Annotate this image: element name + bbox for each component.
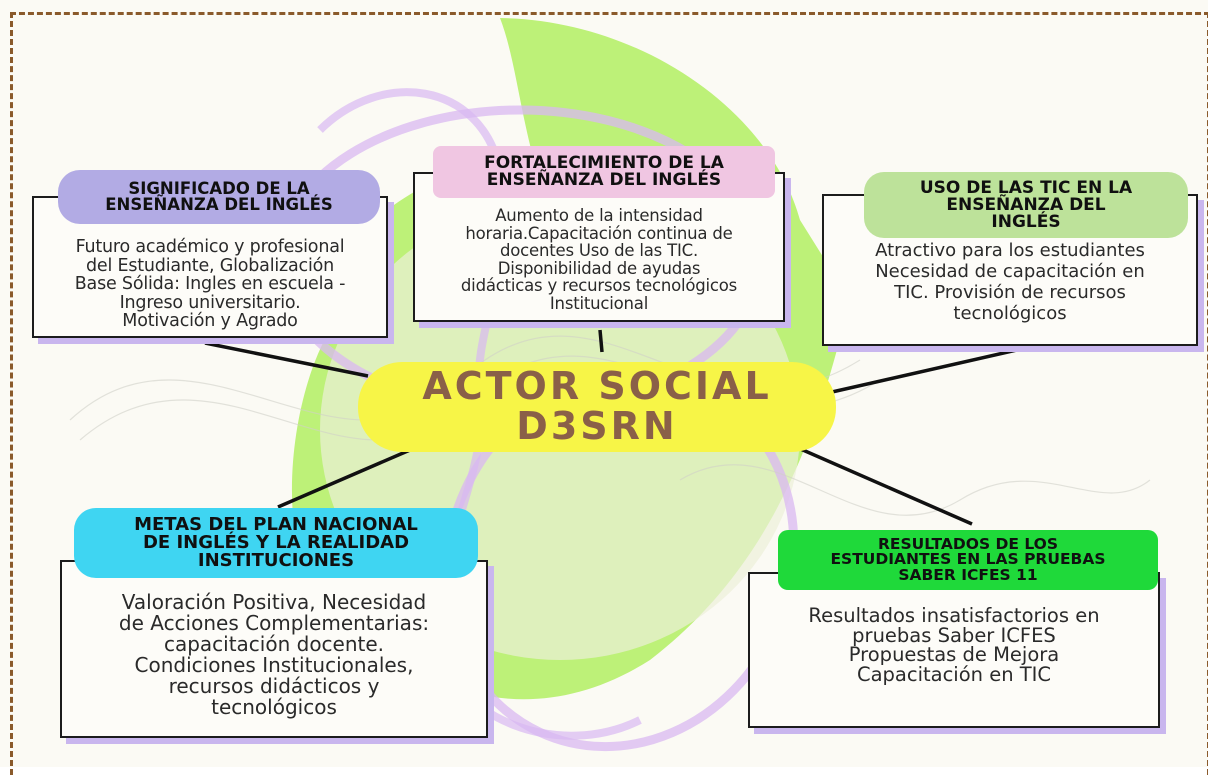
body-line: Capacitación en TIC [856,662,1052,686]
body-line: TIC. Provisión de recursos [894,282,1126,303]
node-significado-title: SIGNIFICADO DE LA ENSEÑANZA DEL INGLÉS [58,170,380,224]
body-line: Futuro académico y profesional [75,237,345,257]
node-resultados-title: RESULTADOS DE LOS ESTUDIANTES EN LAS PRU… [778,530,1158,590]
body-line: Condiciones Institucionales, [134,653,414,677]
node-metas-title: METAS DEL PLAN NACIONAL DE INGLÉS Y LA R… [74,508,478,578]
body-line: Base Sólida: Ingles en escuela - [74,274,346,294]
node-fortalecimiento-body: Aumento de la intensidad horaria.Capacit… [415,207,783,312]
body-line: Aumento de la intensidad [495,206,703,225]
node-resultados: Resultados insatisfactorios en pruebas S… [748,572,1160,728]
scribble-decoration [679,464,1151,516]
body-line: horaria.Capacitación continua de [465,223,733,243]
body-line: Institucional [549,293,649,313]
body-line: Resultados insatisfactorios en [808,604,1100,627]
body-line: Ingreso universitario. [119,292,301,313]
node-metas-body: Valoración Positiva, Necesidad de Accion… [62,592,486,718]
connector-line [277,448,411,509]
connector-line [779,438,973,526]
body-line: pruebas Saber ICFES [852,623,1056,647]
body-line: Motivación y Agrado [122,311,298,331]
body-line: de Acciones Complementarias: [118,611,430,635]
body-line: didácticas y recursos tecnológicos [460,276,738,295]
node-metas: Valoración Positiva, Necesidad de Accion… [60,560,488,738]
body-line: capacitación docente. [163,632,385,656]
body-line: docentes Uso de las TIC. [499,241,699,260]
body-line: Disponibilidad de ayudas [497,258,701,278]
connector-line [204,341,369,378]
central-title-line2: D3SRN [516,404,678,448]
node-significado-body: Futuro académico y profesional del Estud… [34,238,386,331]
body-line: Valoración Positiva, Necesidad [121,590,427,614]
body-line: tecnológicos [211,695,337,719]
body-line: Atractivo para los estudiantes [875,240,1145,261]
node-tic-title: USO DE LAS TIC EN LA ENSEÑANZA DEL INGLÉ… [864,172,1188,238]
body-line: Necesidad de capacitación en [875,261,1145,282]
body-line: tecnológicos [953,303,1067,324]
node-fortalecimiento-title: FORTALECIMIENTO DE LA ENSEÑANZA DEL INGL… [433,146,775,198]
central-title-line1: ACTOR SOCIAL [422,364,772,409]
node-resultados-body: Resultados insatisfactorios en pruebas S… [750,606,1158,684]
body-line: recursos didácticos y [168,674,380,698]
body-line: Propuestas de Mejora [848,643,1060,666]
central-node: ACTOR SOCIAL D3SRN [358,362,836,452]
connector-line [598,329,604,353]
node-tic-body: Atractivo para los estudiantes Necesidad… [824,240,1196,324]
connector-line [831,348,1018,394]
body-line: del Estudiante, Globalización [85,255,335,276]
